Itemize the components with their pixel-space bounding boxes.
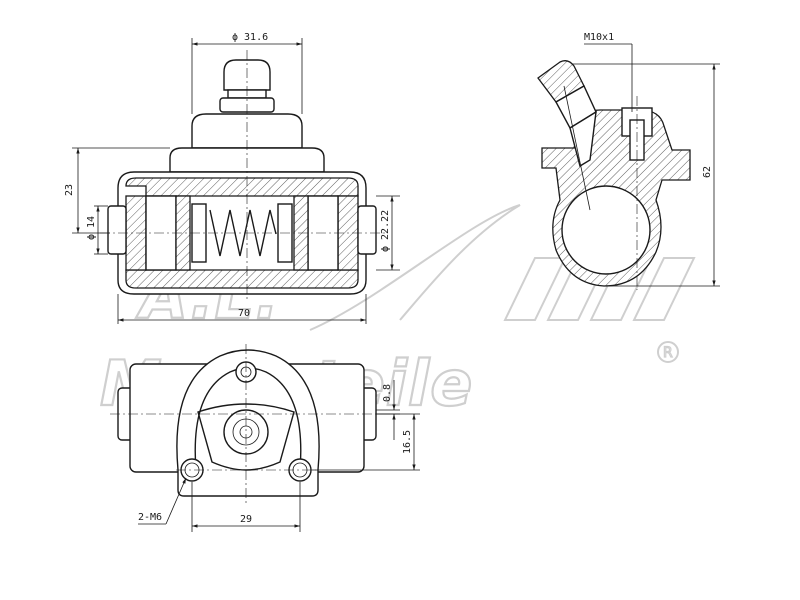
dim-height: 23 (64, 184, 75, 196)
dim-hole-height: 16.5 (402, 430, 413, 454)
dim-piston-dia: ϕ 22.22 (380, 210, 391, 252)
left-dust-boot (107, 205, 127, 255)
dim-side-height: 62 (702, 166, 713, 178)
dim-length: 70 (238, 308, 250, 319)
right-dust-boot (357, 205, 377, 255)
front-view: 0.8 16.5 29 2-M6 (110, 344, 420, 532)
body-wall-top (125, 177, 359, 197)
dim-hole-spacing: 29 (240, 514, 252, 525)
side-bleeder-cap (537, 60, 585, 103)
inlet-lobe (197, 403, 295, 471)
bleeder-axis (563, 85, 591, 211)
watermark-swoosh (309, 204, 521, 331)
body-wall-bottom (125, 269, 359, 289)
side-view: M10x1 62 (537, 32, 720, 290)
dim-outlet-dia: ϕ 14 (86, 216, 97, 240)
registered-circle (657, 341, 679, 363)
dim-thread: M10x1 (584, 32, 614, 43)
dim-offset: 0.8 (382, 384, 393, 402)
dim-bore-dia: ϕ 31.6 (232, 32, 268, 43)
top-view: ϕ 31.6 23 ϕ 14 ϕ 22.22 70 (64, 32, 400, 324)
leader-line (165, 477, 187, 525)
watermark-registered: R (663, 345, 673, 361)
side-bleeder-thread (569, 110, 597, 168)
side-bore (561, 185, 651, 275)
dim-holes: 2-M6 (138, 512, 162, 523)
